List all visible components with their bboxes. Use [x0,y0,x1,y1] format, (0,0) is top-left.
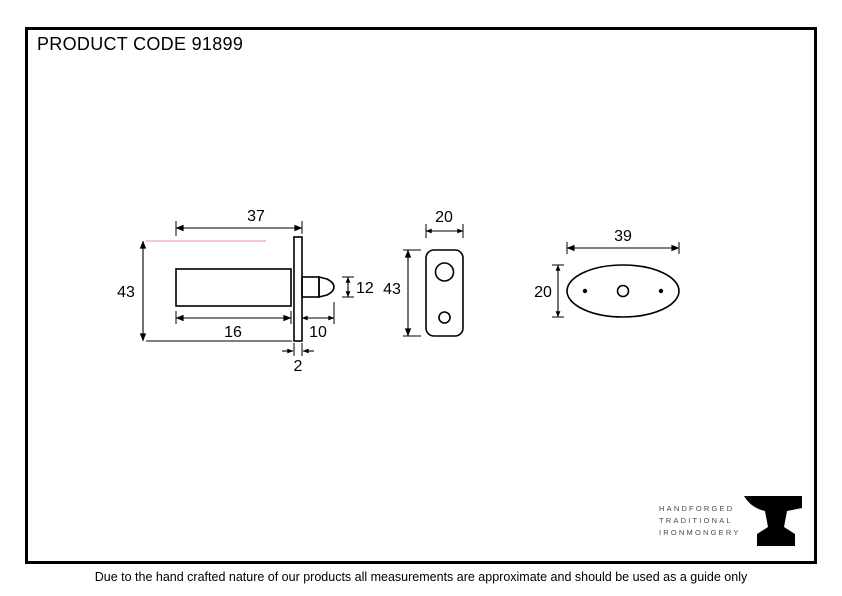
faceplate-screw-hole [438,311,451,324]
dim-escutcheon-width: 39 [614,228,632,245]
dim-side-height: 43 [117,284,135,301]
escutcheon-outline [566,264,680,318]
brand-text-block: HANDFORGED TRADITIONAL IRONMONGERY [659,503,741,539]
escutcheon-center-hole [616,284,630,298]
escutcheon-left-pin [582,288,588,294]
dim-faceplate-width: 20 [435,209,453,226]
escutcheon-drawing: 39 20 [534,228,680,318]
disclaimer-text: Due to the hand crafted nature of our pr… [94,570,748,584]
dim-escutcheon-height: 20 [534,284,552,301]
faceplate-bolt-hole [434,262,455,282]
faceplate-edge-outline [293,236,303,342]
bolt-tip-outline [318,275,335,299]
brand-line-traditional: TRADITIONAL [659,516,733,525]
dim-side-plate-thickness: 2 [294,358,303,375]
faceplate-drawing: 20 43 [383,209,464,337]
faceplate-outline [425,249,464,337]
side-view-drawing: 37 43 16 10 12 2 [117,208,374,375]
dim-side-overall-width: 37 [247,208,265,225]
brand-line-ironmongery: IRONMONGERY [659,528,741,537]
product-code: PRODUCT CODE 91899 [37,34,244,54]
dim-side-bolt-diameter: 12 [356,280,374,297]
dim-faceplate-height: 43 [383,281,401,298]
dim-side-bolt-length: 10 [309,324,327,341]
escutcheon-right-pin [658,288,664,294]
bolt-pin-outline [301,276,320,298]
brand-line-handforged: HANDFORGED [659,504,735,513]
dim-side-body-length: 16 [224,324,242,341]
bolt-body-outline [175,268,292,307]
page-border [25,27,817,564]
anvil-icon [744,496,802,546]
